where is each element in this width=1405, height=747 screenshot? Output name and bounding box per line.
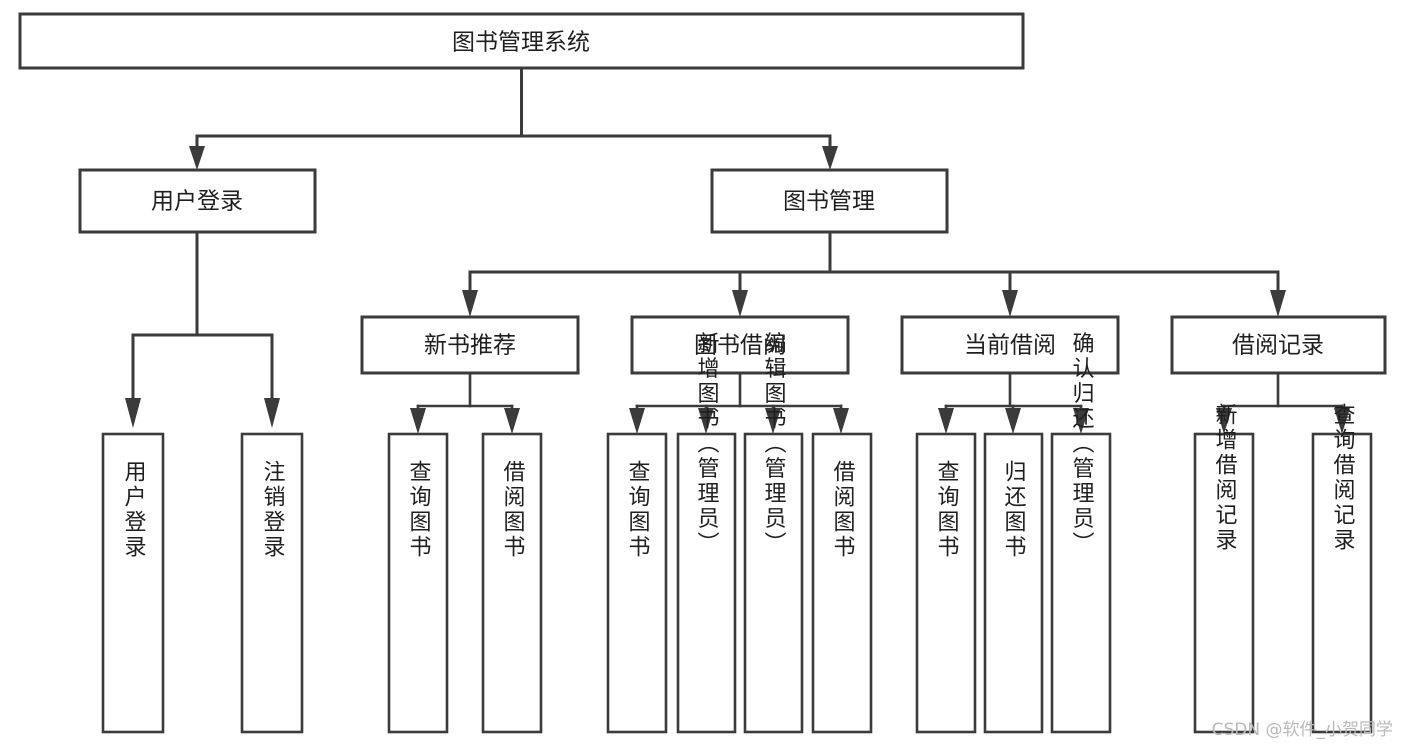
arrowhead-leaf-add-record (1216, 408, 1232, 434)
node-leaf-edit-book[interactable]: 编辑图书（管理员） (743, 332, 804, 734)
node-new-book-recommend[interactable]: 新书推荐 (360, 315, 580, 375)
node-current-borrow-box[interactable] (900, 315, 1120, 375)
node-leaf-borrow-book-1-label: 借阅图书 (500, 460, 526, 560)
node-book-manage[interactable]: 图书管理 (710, 168, 949, 234)
node-leaf-user-login-label: 用户登录 (121, 460, 147, 560)
arrowhead-leaf-borrow-book-1 (504, 408, 520, 434)
node-leaf-borrow-book-2-label: 借阅图书 (830, 460, 856, 560)
node-leaf-query-book-3[interactable]: 查询图书 (915, 432, 977, 734)
node-leaf-return-book-label: 归还图书 (1001, 460, 1027, 560)
node-leaf-query-record[interactable]: 查询借阅记录 (1311, 403, 1373, 734)
arrowhead-user-login (189, 146, 205, 170)
node-leaf-confirm-return-label: 确认归还（管理员） (1069, 332, 1095, 557)
connector-layer (125, 66, 1350, 434)
node-leaf-return-book-box[interactable] (983, 432, 1044, 734)
node-user-login[interactable]: 用户登录 (78, 168, 317, 234)
node-leaf-return-book[interactable]: 归还图书 (983, 432, 1044, 734)
arrowhead-leaf-query-book-3 (938, 408, 954, 434)
node-book-manage-label: 图书管理 (783, 189, 875, 215)
node-book-borrow[interactable]: 图书借阅 (630, 315, 850, 375)
arrowhead-leaf-query-book-2 (629, 408, 645, 434)
node-leaf-edit-book-label: 编辑图书（管理员） (761, 332, 787, 557)
arrowhead-leaf-query-record (1334, 408, 1350, 434)
node-borrow-record[interactable]: 借阅记录 (1170, 315, 1387, 375)
node-new-book-recommend-label: 新书推荐 (424, 333, 516, 359)
node-root[interactable]: 图书管理系统 (18, 12, 1025, 70)
arrowhead-borrow-record (1270, 290, 1286, 317)
node-leaf-add-book[interactable]: 新增图书（管理员） (676, 332, 737, 734)
node-leaf-add-record-box[interactable] (1193, 432, 1255, 734)
node-leaf-add-record[interactable]: 新增借阅记录 (1193, 403, 1255, 734)
node-current-borrow[interactable]: 当前借阅 (900, 315, 1120, 375)
node-borrow-record-box[interactable] (1170, 315, 1387, 375)
node-leaf-query-book-2-label: 查询图书 (625, 460, 651, 560)
arrowhead-new-book-recommend (462, 290, 478, 317)
arrowhead-leaf-borrow-book-2 (833, 408, 849, 434)
node-root-box[interactable] (18, 12, 1025, 70)
node-leaf-query-record-label: 查询借阅记录 (1330, 403, 1356, 553)
node-leaf-query-book-1-label: 查询图书 (406, 460, 432, 560)
node-book-manage-box[interactable] (710, 168, 949, 234)
arrowhead-leaf-confirm-return (1073, 408, 1089, 434)
node-leaf-borrow-book-1-box[interactable] (481, 432, 543, 734)
node-leaf-add-book-label: 新增图书（管理员） (694, 332, 720, 557)
node-leaf-logout-login-box[interactable] (240, 432, 304, 734)
arrowhead-current-borrow (1002, 290, 1018, 317)
node-leaf-query-book-3-label: 查询图书 (934, 460, 960, 560)
arrowhead-leaf-return-book (1005, 408, 1021, 434)
node-new-book-recommend-box[interactable] (360, 315, 580, 375)
arrowhead-leaf-logout-login (264, 398, 280, 428)
node-book-borrow-label: 图书借阅 (694, 333, 786, 359)
node-leaf-query-book-3-box[interactable] (915, 432, 977, 734)
node-leaf-query-record-box[interactable] (1311, 432, 1373, 734)
node-leaf-user-login-box[interactable] (101, 432, 165, 734)
node-leaf-confirm-return[interactable]: 确认归还（管理员） (1050, 332, 1112, 734)
node-borrow-record-label: 借阅记录 (1232, 333, 1324, 359)
node-leaf-edit-book-box[interactable] (743, 432, 804, 734)
node-leaf-query-book-1[interactable]: 查询图书 (387, 432, 449, 734)
arrowhead-leaf-add-book (698, 408, 714, 434)
node-book-borrow-box[interactable] (630, 315, 850, 375)
arrowhead-leaf-query-book-1 (410, 408, 426, 434)
node-leaf-borrow-book-2-box[interactable] (811, 432, 873, 734)
node-leaf-borrow-book-2[interactable]: 借阅图书 (811, 432, 873, 734)
node-current-borrow-label: 当前借阅 (964, 333, 1056, 359)
node-leaf-query-book-2-box[interactable] (606, 432, 668, 734)
node-leaf-add-record-label: 新增借阅记录 (1212, 403, 1238, 553)
node-leaf-logout-login[interactable]: 注销登录 (240, 432, 304, 734)
node-leaf-add-book-box[interactable] (676, 432, 737, 734)
arrowhead-leaf-edit-book (765, 408, 781, 434)
node-leaf-query-book-2[interactable]: 查询图书 (606, 432, 668, 734)
arrowhead-leaf-user-login (125, 398, 141, 428)
node-leaf-logout-login-label: 注销登录 (260, 460, 286, 560)
arrowhead-book-borrow (732, 290, 748, 317)
node-leaf-query-book-1-box[interactable] (387, 432, 449, 734)
node-leaf-confirm-return-box[interactable] (1050, 432, 1112, 734)
node-user-login-label: 用户登录 (151, 189, 243, 215)
node-leaf-user-login[interactable]: 用户登录 (101, 432, 165, 734)
arrowhead-book-manage (822, 146, 838, 170)
node-leaf-borrow-book-1[interactable]: 借阅图书 (481, 432, 543, 734)
node-root-label: 图书管理系统 (452, 30, 590, 56)
node-user-login-box[interactable] (78, 168, 317, 234)
